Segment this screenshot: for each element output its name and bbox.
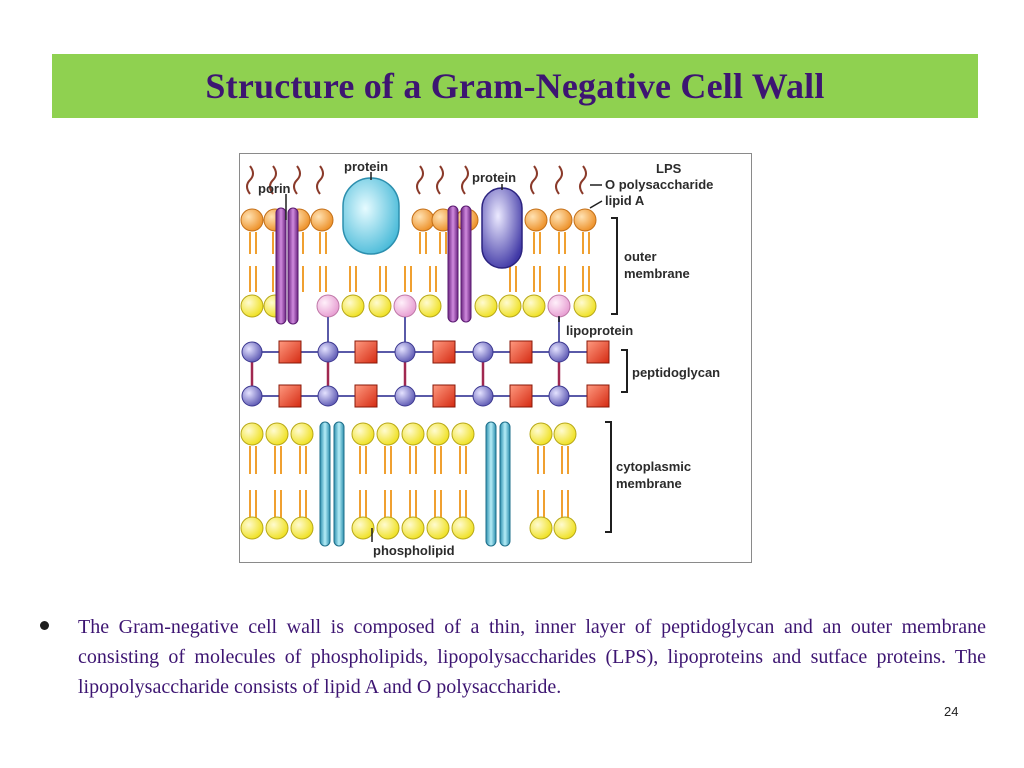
bullet-dot [40,621,49,630]
page-number: 24 [944,704,959,719]
cytoplasmic-membrane-tails [249,446,569,518]
cell-wall-svg: porin protein protein LPS O polysacchari… [240,159,720,558]
cell-wall-diagram: porin protein protein LPS O polysacchari… [239,153,752,563]
lipoprotein-label: lipoprotein [566,323,633,338]
bullet-list: The Gram-negative cell wall is composed … [40,612,986,702]
phospholipid-label: phospholipid [373,543,455,558]
cytoplasmic-membrane-label-line2: membrane [616,476,682,491]
lps-label: LPS [656,161,682,176]
channel-protein-left [319,421,345,547]
cytoplasmic-membrane-heads [240,422,577,540]
bullet-text: The Gram-negative cell wall is composed … [78,616,986,698]
outer-membrane-label-line2: membrane [624,266,690,281]
porin-label: porin [258,181,291,196]
o-polysaccharide-label: O polysaccharide [605,177,713,192]
protein-left-label: protein [344,159,388,174]
porin-left [275,207,299,325]
lipoprotein-links [327,317,560,342]
surface-protein-right [481,187,523,269]
porin-right [447,205,472,323]
leader-lines [285,172,603,542]
protein-right-label: protein [472,170,516,185]
o-polysaccharide-chains [246,165,587,195]
cytoplasmic-membrane-label-line1: cytoplasmic [616,459,691,474]
outer-membrane-inner-heads [240,294,597,318]
title-bar: Structure of a Gram-Negative Cell Wall [52,54,978,118]
slide-title: Structure of a Gram-Negative Cell Wall [205,66,825,106]
lipid-a-label: lipid A [605,193,645,208]
peptidoglycan-layer [241,340,610,408]
surface-protein-left [342,177,400,255]
outer-membrane-tails [249,232,590,292]
outer-membrane-label-line1: outer [624,249,657,264]
brackets [605,217,628,533]
peptidoglycan-label: peptidoglycan [632,365,720,380]
channel-protein-right [485,421,511,547]
